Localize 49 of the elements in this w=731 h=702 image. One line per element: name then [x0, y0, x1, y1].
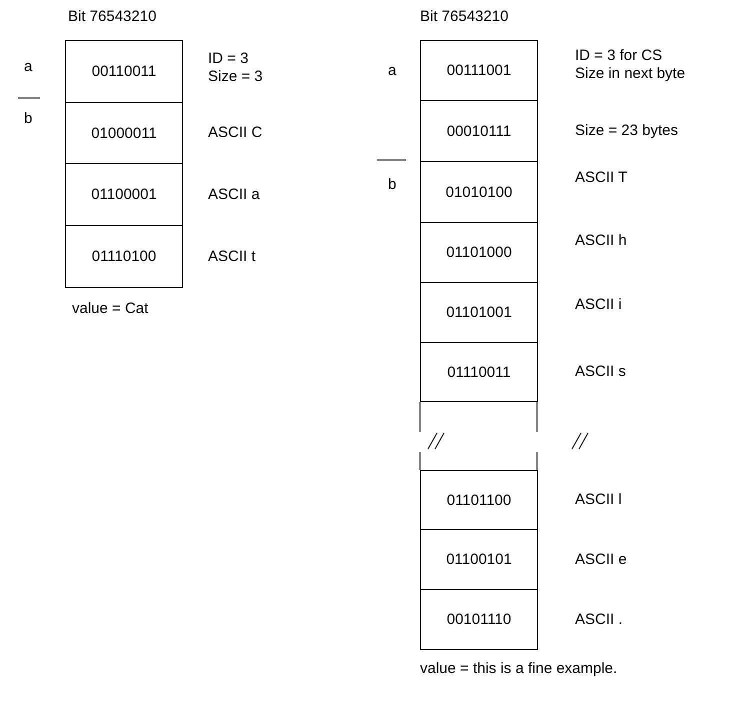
bit-pattern: 01100001: [91, 186, 157, 203]
field-marker: b: [24, 110, 32, 128]
byte-description: ASCII l: [575, 491, 622, 509]
byte-cell: [65, 102, 183, 164]
byte-description: ASCII h: [575, 232, 627, 250]
byte-description: ASCII C: [208, 124, 262, 142]
bit-pattern: 01110011: [447, 364, 511, 380]
bit-pattern: 01101000: [446, 244, 512, 261]
byte-cell: [420, 589, 538, 650]
field-marker: a: [388, 62, 396, 80]
field-marker: b: [388, 176, 396, 194]
byte-cell: [420, 40, 538, 101]
byte-cell: [420, 470, 538, 530]
byte-description: ASCII s: [575, 363, 626, 381]
byte-description: Size = 3: [208, 68, 263, 86]
bit-numbering: Bit 76543210: [420, 8, 508, 26]
bit-pattern: 00110011: [92, 63, 156, 80]
bit-pattern: 01000011: [91, 124, 157, 142]
byte-cell: [65, 225, 183, 288]
byte-cell: [420, 342, 538, 402]
byte-description: ASCII e: [575, 550, 627, 568]
bit-pattern: 00101110: [446, 611, 512, 628]
value-caption: value = Cat: [72, 300, 148, 318]
byte-description: ID = 3 for CS: [575, 46, 662, 64]
field-marker: a: [24, 58, 32, 76]
byte-description: Size in next byte: [575, 64, 686, 82]
bit-pattern: 01110100: [92, 248, 156, 265]
byte-description: Size = 23 bytes: [575, 122, 678, 140]
bit-pattern: 00111001: [446, 62, 512, 79]
byte-cell: [65, 40, 183, 103]
byte-description: ID = 3: [208, 50, 248, 68]
byte-cell: [420, 282, 538, 343]
bit-pattern: 01101001: [446, 304, 512, 321]
bit-pattern: 01100101: [446, 551, 512, 568]
byte-cell: [420, 100, 538, 162]
byte-description: ASCII .: [575, 610, 623, 628]
byte-cell: [420, 161, 538, 223]
byte-cell: [65, 163, 183, 226]
byte-description: ASCII t: [208, 248, 256, 266]
byte-description: ASCII a: [208, 186, 260, 204]
byte-description: ASCII T: [575, 169, 628, 187]
bit-pattern: 00010111: [446, 122, 512, 140]
value-caption: value = this is a fine example.: [420, 660, 618, 678]
bit-pattern: 01101100: [446, 492, 512, 508]
byte-cell: [420, 222, 538, 283]
byte-cell: [420, 529, 538, 590]
bit-pattern: 01010100: [446, 184, 512, 200]
bit-numbering: Bit 76543210: [68, 8, 156, 26]
byte-description: ASCII i: [575, 296, 622, 314]
